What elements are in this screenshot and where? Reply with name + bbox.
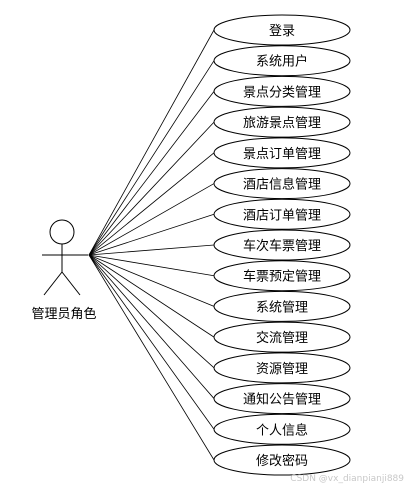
use-case-label: 系统用户 [256,54,308,70]
use-case-label: 登录 [269,24,295,39]
use-case-ellipse [213,75,351,107]
use-case-ellipse [213,45,351,77]
association-line [88,254,215,461]
actor-figure: 管理员角色 [31,219,97,322]
use-case: 酒店订单管理 [213,198,351,230]
use-case-label: 个人信息 [256,422,308,438]
use-case-ellipse [213,260,351,292]
use-case: 个人信息 [213,413,351,445]
use-case: 酒店信息管理 [213,168,351,200]
use-case-ellipse [213,352,351,384]
association-line [88,121,215,256]
use-case-ellipse [213,229,351,261]
use-case-ellipse [213,413,351,445]
use-case-label: 车票预定管理 [243,269,321,285]
use-case: 旅游景点管理 [213,106,351,138]
use-case: 景点订单管理 [213,137,351,169]
use-case-label: 修改密码 [256,453,308,469]
use-case-ellipse [213,444,351,476]
use-case-ellipse [213,198,351,230]
association-line [88,244,215,256]
association-line [88,29,215,256]
use-case-ellipse [213,321,351,353]
use-case-label: 旅游景点管理 [243,116,321,131]
association-line [88,152,215,256]
use-case-ellipse [213,137,351,169]
association-line [88,254,215,338]
use-case-ellipse [213,14,351,46]
association-line [88,183,215,256]
use-case-label: 景点订单管理 [243,147,321,162]
association-line [88,60,215,256]
use-case-ellipse [213,383,351,415]
use-case: 景点分类管理 [213,75,351,107]
use-case: 通知公告管理 [213,383,351,415]
use-case: 登录 [213,14,351,46]
association-line [88,254,215,399]
use-case-ellipse [213,168,351,200]
use-case: 系统管理 [213,290,351,322]
use-case-label: 酒店信息管理 [243,177,321,193]
use-case-label: 系统管理 [256,300,308,315]
use-case: 车次车票管理 [213,229,351,261]
actor-left-leg [43,271,63,296]
association-line [88,254,215,369]
use-case-label: 资源管理 [256,362,308,377]
use-case-label: 景点分类管理 [243,85,321,100]
association-line [88,91,215,256]
association-line [88,254,215,430]
association-lines [88,29,215,461]
use-case-ellipse [213,106,351,138]
use-case: 系统用户 [213,45,351,77]
use-case: 修改密码 [213,444,351,476]
use-case-list: 登录系统用户景点分类管理旅游景点管理景点订单管理酒店信息管理酒店订单管理车次车票… [213,14,351,476]
actor-right-leg [61,271,81,296]
use-case: 交流管理 [213,321,351,353]
use-case: 车票预定管理 [213,260,351,292]
use-case: 资源管理 [213,352,351,384]
association-line [88,254,215,277]
association-line [88,213,215,256]
use-case-label: 通知公告管理 [243,392,321,408]
use-case-label: 车次车票管理 [243,238,321,254]
use-case-ellipse [213,290,351,322]
use-case-label: 酒店订单管理 [243,208,321,223]
actor-label: 管理员角色 [31,306,96,322]
watermark: CSDN @vx_dianpianji889 [290,474,404,484]
actor-head [49,219,75,245]
use-case-label: 交流管理 [256,330,308,346]
association-line [88,254,215,307]
